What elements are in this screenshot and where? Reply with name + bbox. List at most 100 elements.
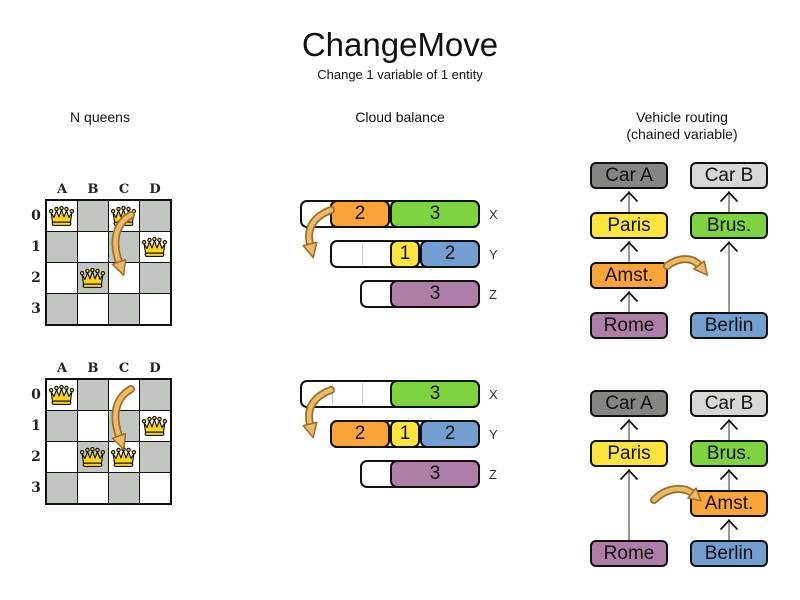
routing-node-brus: Brus. [690, 440, 768, 467]
board-cell [109, 294, 139, 324]
routing-node-rome: Rome [590, 540, 668, 567]
section-label-cloud: Cloud balance [355, 109, 445, 125]
page-title: ChangeMove [301, 26, 499, 63]
queen-icon [141, 415, 168, 437]
board-row-label: 1 [31, 239, 41, 255]
queen-icon [141, 236, 168, 258]
queen-icon [79, 446, 106, 469]
board-cell [140, 201, 170, 231]
routing-node-car-a: Car A [590, 390, 668, 417]
queen-icon [79, 267, 106, 289]
queen-icon [110, 446, 137, 469]
process-block: 3 [390, 200, 480, 228]
board-col-label: A [56, 182, 68, 197]
chain-arrowhead-icon [719, 419, 739, 431]
board-row-label: 1 [31, 418, 41, 434]
capacity-divider [332, 383, 333, 405]
board-col-label: D [149, 361, 161, 376]
computer-label: Z [489, 467, 497, 482]
board-cell [109, 473, 139, 503]
queen-icon [110, 205, 137, 228]
computer-bar-Z: 3 [360, 460, 480, 488]
board-cell [140, 263, 170, 293]
move-arrow-vehicle-before [663, 255, 709, 276]
routing-node-car-a: Car A [590, 162, 668, 189]
board-cell [78, 411, 108, 441]
chess-board-after: A B C D 0 1 2 3 [31, 361, 172, 505]
queen-icon [48, 384, 75, 407]
routing-node-paris: Paris [590, 440, 668, 467]
queen-icon [141, 236, 168, 259]
board-cell [140, 473, 170, 503]
chain-arrowhead-icon [619, 291, 639, 303]
board-cell [109, 232, 139, 262]
queen-icon [110, 205, 137, 227]
board-cell [47, 232, 77, 262]
chain-arrowhead-icon [719, 519, 739, 531]
queen-icon [110, 446, 137, 468]
board-cell [78, 232, 108, 262]
chain-arrowhead-icon [719, 469, 739, 481]
routing-node-amst: Amst. [590, 262, 668, 289]
queen-icon [79, 446, 106, 468]
routing-node-amst: Amst. [690, 490, 768, 517]
board-cell [47, 411, 77, 441]
computer-label: Y [489, 427, 498, 442]
chain-arrowhead-icon [719, 241, 739, 253]
queen-icon [48, 205, 75, 227]
chain-arrowhead-icon [619, 241, 639, 253]
board-cell [47, 294, 77, 324]
board-cell [140, 442, 170, 472]
board-row-label: 2 [31, 449, 41, 465]
board-col-label: B [87, 182, 99, 197]
page-subtitle: Change 1 variable of 1 entity [317, 67, 483, 82]
process-block: 3 [390, 460, 480, 488]
board-row-label: 3 [31, 480, 41, 496]
process-block: 1 [390, 240, 420, 268]
board-cell [78, 201, 108, 231]
board-col-label: C [118, 182, 130, 197]
queen-icon [79, 267, 106, 290]
section-label-nqueens: N queens [70, 109, 130, 125]
section-label-vehicle: Vehicle routing [636, 109, 728, 125]
board-cell [140, 294, 170, 324]
routing-node-car-b: Car B [690, 162, 768, 189]
section-sublabel-vehicle: (chained variable) [626, 126, 738, 142]
board-row-label: 2 [31, 270, 41, 286]
routing-node-brus: Brus. [690, 212, 768, 239]
routing-node-paris: Paris [590, 212, 668, 239]
chain-arrowhead-icon [619, 469, 639, 481]
process-block: 2 [420, 240, 480, 268]
chain-arrowhead-icon [619, 191, 639, 203]
computer-label: X [489, 207, 498, 222]
process-block: 1 [390, 420, 420, 448]
routing-node-car-b: Car B [690, 390, 768, 417]
chain-connectors [619, 191, 739, 540]
chain-arrowhead-icon [619, 419, 639, 431]
computer-bar-Z: 3 [360, 280, 480, 308]
computer-bar-X: 3 [300, 380, 480, 408]
board-cell [78, 294, 108, 324]
board-col-label: A [56, 361, 68, 376]
process-block: 2 [420, 420, 480, 448]
routing-node-berlin: Berlin [690, 540, 768, 567]
board-cell [47, 442, 77, 472]
board-col-label: C [118, 361, 130, 376]
routing-node-berlin: Berlin [690, 312, 768, 339]
board-cell [140, 380, 170, 410]
computer-label: Y [489, 247, 498, 262]
process-block: 2 [330, 420, 390, 448]
board-cell [109, 411, 139, 441]
routing-node-rome: Rome [590, 312, 668, 339]
computer-label: X [489, 387, 498, 402]
board-row-label: 0 [31, 387, 41, 403]
queen-icon [48, 205, 75, 228]
board-cell [109, 380, 139, 410]
board-row-label: 3 [31, 301, 41, 317]
queen-icon [141, 415, 168, 438]
board-col-label: B [87, 361, 99, 376]
